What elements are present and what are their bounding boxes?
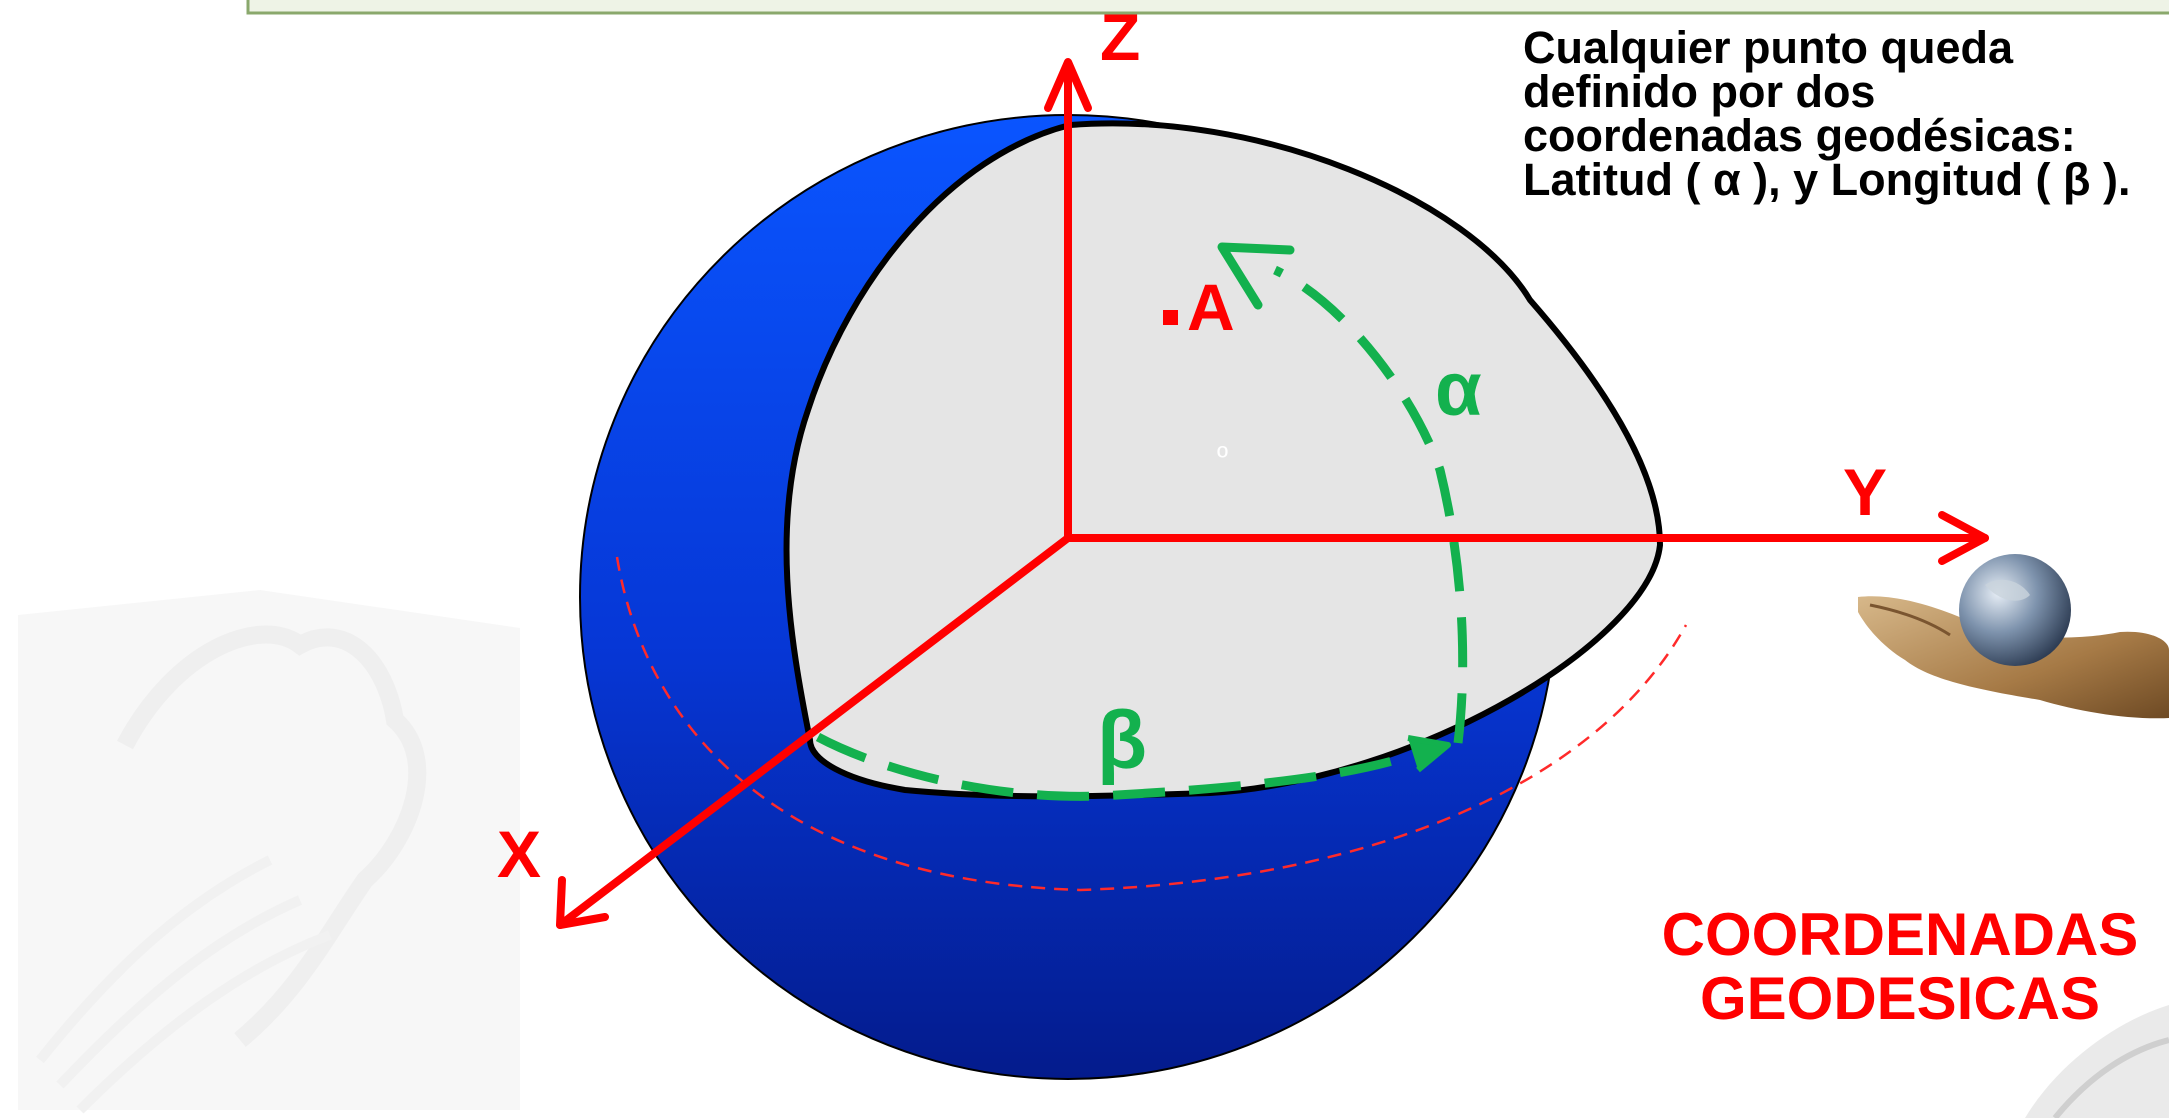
title-line-1: COORDENADAS <box>1661 901 2139 968</box>
y-axis-label: Y <box>1843 455 1887 529</box>
latitude-arc-arrowhead <box>1217 242 1295 310</box>
latitude-arc <box>1273 265 1468 744</box>
y-axis-arrowhead <box>1938 511 1989 565</box>
description-line: definido por dos <box>1523 66 1876 117</box>
equator-dashed-line <box>615 556 1688 892</box>
description-text: Cualquier punto queda definido por dos c… <box>1523 22 2163 205</box>
description-line: Latitud ( α ), y Longitud ( β ). <box>1523 154 2131 205</box>
latitude-alpha-label: α <box>1435 347 1482 432</box>
x-axis-label: X <box>497 817 541 891</box>
title-line-2: GEODESICAS <box>1699 965 2101 1032</box>
header-banner-strip <box>246 0 2169 15</box>
longitude-arc <box>815 733 1422 801</box>
hand-holding-globe-icon <box>1858 554 2169 719</box>
ellipsoid-cutaway <box>783 120 1664 800</box>
z-axis-label: Z <box>1100 0 1140 74</box>
origin-mark: º <box>1217 441 1228 474</box>
description-line: Cualquier punto queda <box>1523 22 2013 73</box>
x-axis-arrowhead <box>556 876 609 929</box>
point-a-marker <box>1163 310 1178 325</box>
longitude-beta-label: β <box>1097 695 1147 786</box>
coordinate-axes <box>556 58 1989 929</box>
corner-swoosh <box>2025 1005 2169 1118</box>
peru-map-watermark <box>18 590 520 1114</box>
longitude-arc-arrowhead <box>1407 735 1451 773</box>
x-axis <box>556 534 1072 929</box>
point-a-label: A <box>1187 270 1235 344</box>
description-line: coordenadas geodésicas: <box>1523 110 2076 161</box>
slide-title: COORDENADAS GEODESICAS <box>1640 903 2160 1031</box>
z-axis-arrowhead <box>1044 58 1092 112</box>
